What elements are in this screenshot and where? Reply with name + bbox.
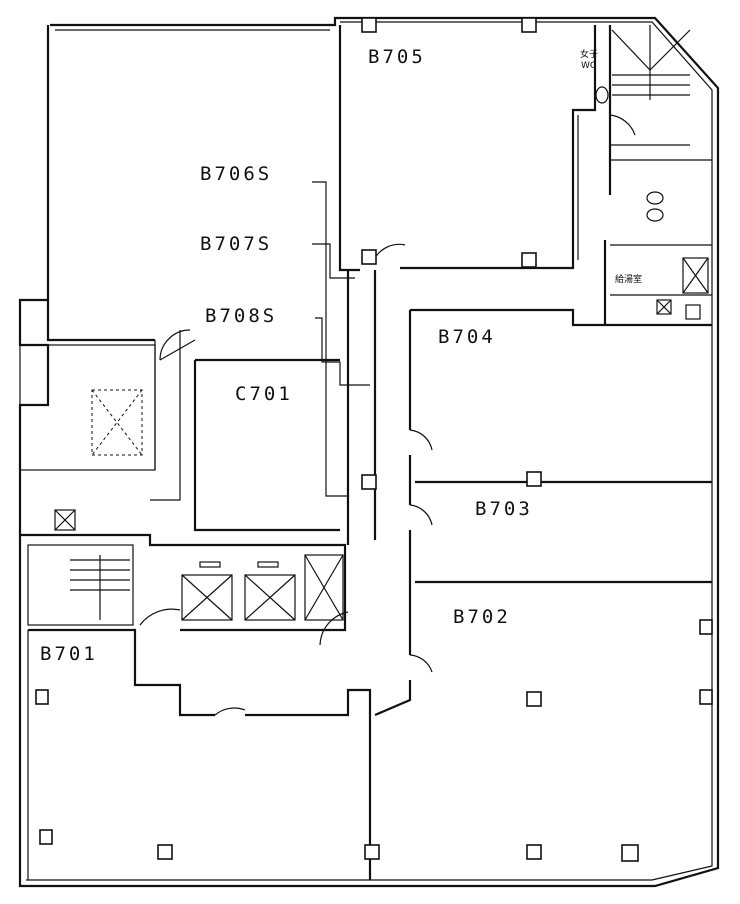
- room-b705-walls: [338, 25, 597, 272]
- room-label-c701: C701: [235, 383, 293, 405]
- room-label-b705: B705: [368, 46, 426, 68]
- room-label-b702: B702: [453, 606, 511, 628]
- core: [19, 344, 349, 646]
- room-label-b706s: B706S: [200, 163, 272, 185]
- services-walls: 女子 WC 給湯室: [580, 25, 712, 325]
- spiral-stairs-icon: [611, 25, 691, 100]
- room-label-b704: B704: [438, 326, 496, 348]
- east-rooms-walls: [374, 243, 712, 717]
- elevator-icon: [181, 554, 344, 621]
- room-b701-walls: [27, 628, 372, 880]
- room-label-b701: B701: [40, 643, 98, 665]
- womens-wc-label-2: WC: [581, 61, 596, 71]
- room-label-b703: B703: [475, 498, 533, 520]
- outer-walls: [18, 16, 720, 888]
- shaft-walls: [312, 181, 377, 545]
- stairs-icon: [70, 555, 130, 620]
- womens-wc-label: 女子: [580, 48, 598, 60]
- room-label-b707s: B707S: [200, 233, 272, 255]
- room-label-b708s: B708S: [205, 305, 277, 327]
- kitchenette-label: 給湯室: [615, 273, 642, 285]
- columns: [35, 17, 713, 862]
